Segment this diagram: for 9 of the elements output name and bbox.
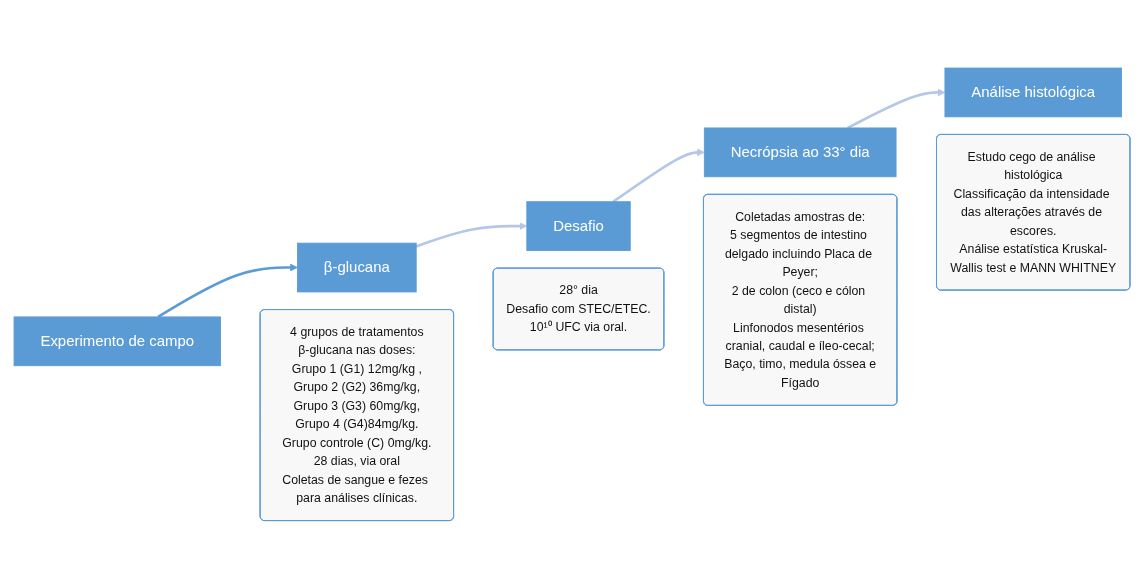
- node-box: Necrópsia ao 33° dia: [703, 127, 897, 177]
- node-box: β-glucana: [297, 242, 417, 293]
- node-box: Análise histológica: [944, 67, 1122, 117]
- arrow: [847, 88, 946, 129]
- arrow: [157, 263, 298, 318]
- node-box: Experimento de campo: [13, 316, 221, 366]
- node-box: Desafio: [526, 200, 631, 251]
- arrow: [612, 148, 705, 203]
- arrow: [415, 221, 528, 248]
